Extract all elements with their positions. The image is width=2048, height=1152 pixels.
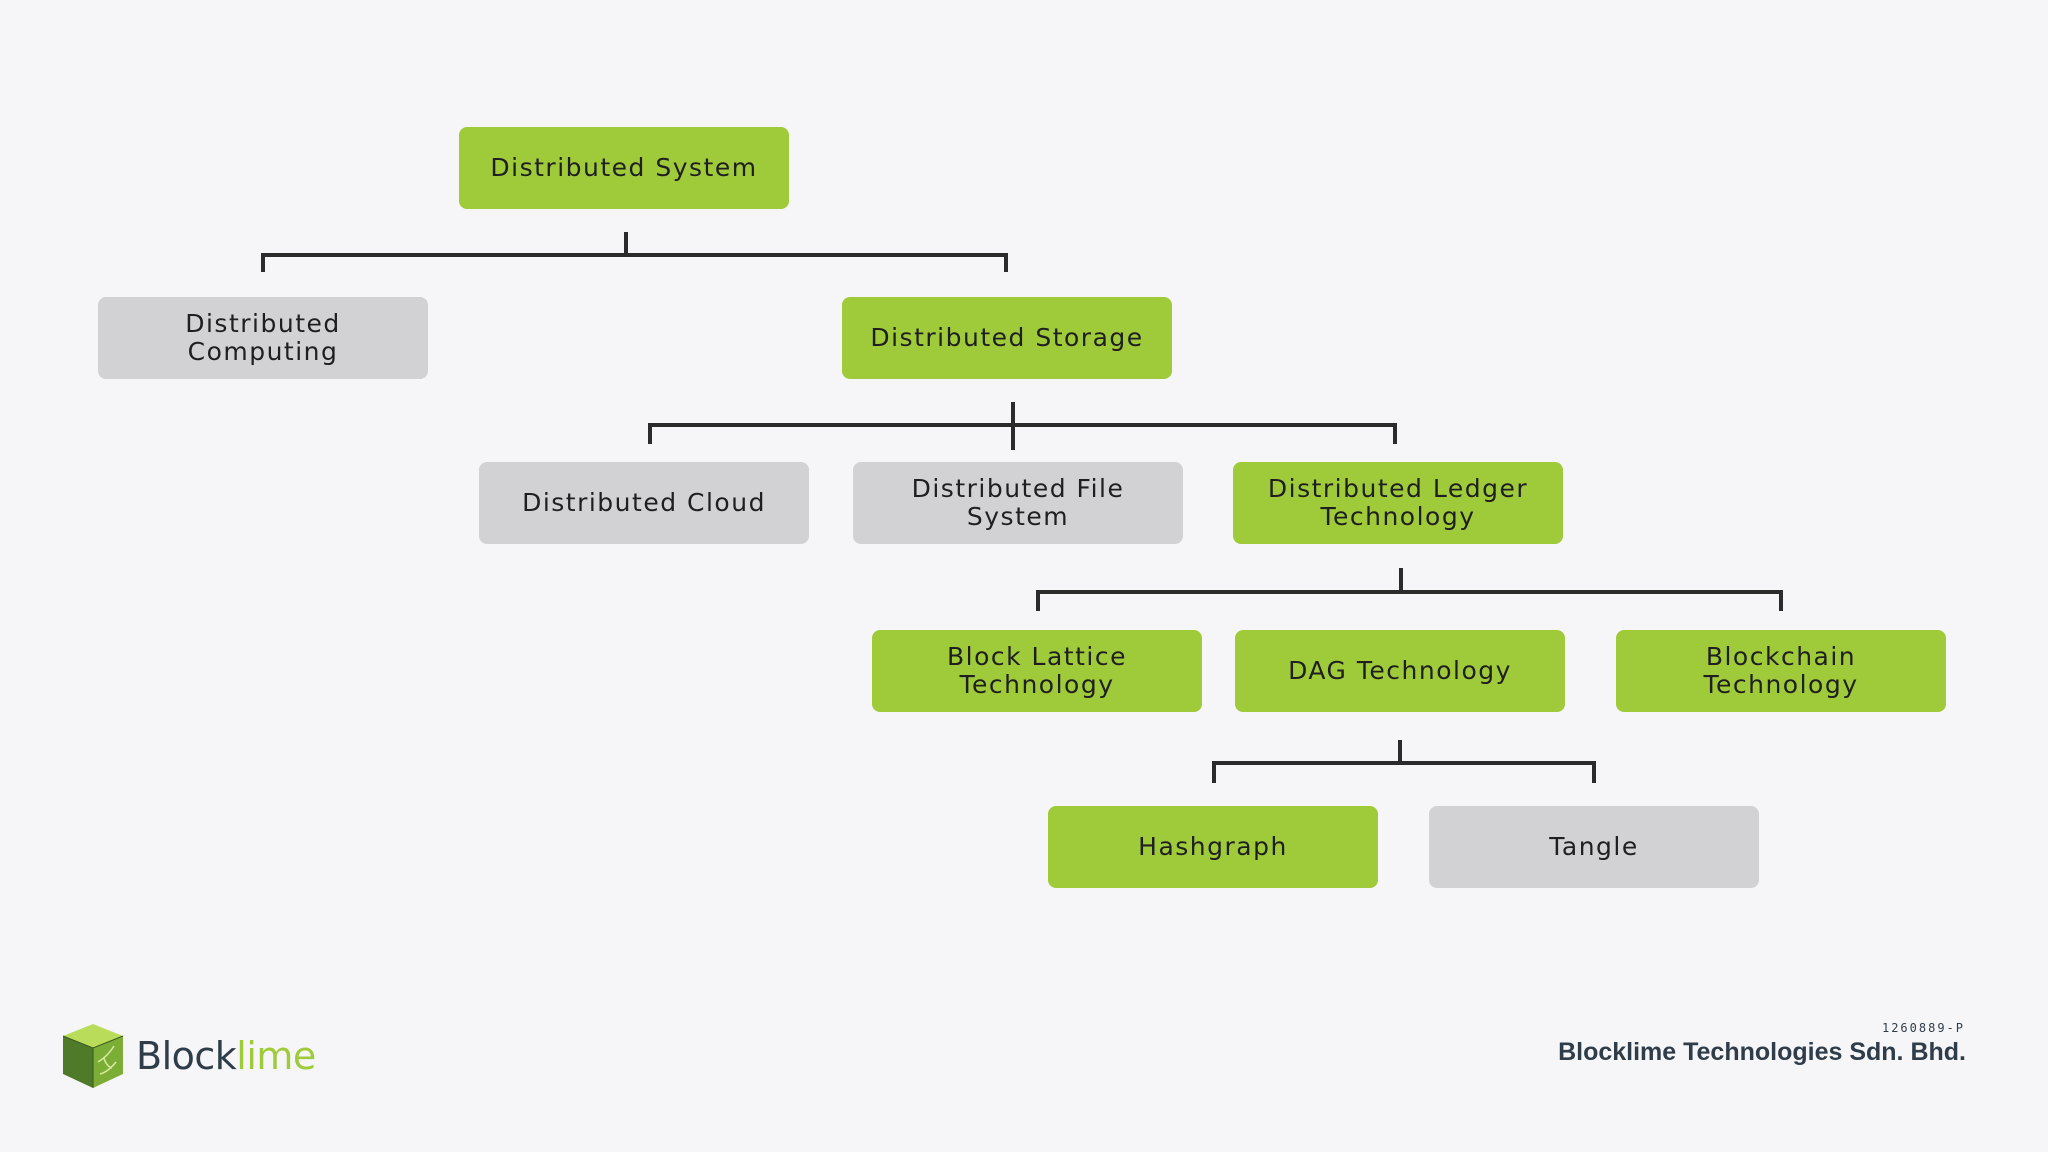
connector-storage: [648, 402, 1397, 450]
node-distributed-computing[interactable]: Distributed Computing: [98, 297, 428, 379]
node-label: Distributed Computing: [185, 309, 341, 366]
node-label-line1: Distributed Ledger: [1267, 474, 1529, 503]
node-distributed-storage[interactable]: Distributed Storage: [842, 297, 1172, 379]
node-label-line2: Technology: [959, 670, 1115, 699]
connector-ledger: [1036, 568, 1783, 611]
connector-dag: [1212, 740, 1596, 783]
node-distributed-ledger-technology[interactable]: Distributed Ledger Technology: [1233, 462, 1563, 544]
node-distributed-system[interactable]: Distributed System: [459, 127, 789, 209]
cube-logo-icon: [62, 1024, 124, 1088]
node-dag-technology[interactable]: DAG Technology: [1235, 630, 1565, 712]
node-distributed-cloud[interactable]: Distributed Cloud: [479, 462, 809, 544]
logo-wordmark-block: Block: [136, 1034, 237, 1078]
blocklime-logo: Blocklime: [60, 1022, 316, 1090]
node-label: Distributed File System: [911, 474, 1125, 531]
company-name: Blocklime Technologies Sdn. Bhd.: [1558, 1038, 1966, 1066]
node-block-lattice-technology[interactable]: Block Lattice Technology: [872, 630, 1202, 712]
node-label: Hashgraph: [1138, 832, 1288, 861]
connector-system: [261, 232, 1008, 272]
node-label: Distributed Cloud: [522, 488, 766, 517]
company-registration: 1260889-P: [1881, 1021, 1965, 1035]
node-label: Distributed Storage: [870, 323, 1144, 352]
node-hashgraph[interactable]: Hashgraph: [1048, 806, 1378, 888]
node-label: Distributed System: [490, 153, 758, 182]
logo-wordmark-lime: lime: [236, 1034, 316, 1078]
node-label-line2: Technology: [1320, 502, 1476, 531]
node-label-line1: Block Lattice: [947, 642, 1127, 671]
node-label: Tangle: [1549, 832, 1639, 861]
node-distributed-file-system[interactable]: Distributed File System: [853, 462, 1183, 544]
node-tangle[interactable]: Tangle: [1429, 806, 1759, 888]
node-label: DAG Technology: [1288, 656, 1512, 685]
node-label: Blockchain Technology: [1703, 642, 1859, 699]
node-blockchain-technology[interactable]: Blockchain Technology: [1616, 630, 1946, 712]
logo-wordmark: Blocklime: [136, 1034, 316, 1078]
